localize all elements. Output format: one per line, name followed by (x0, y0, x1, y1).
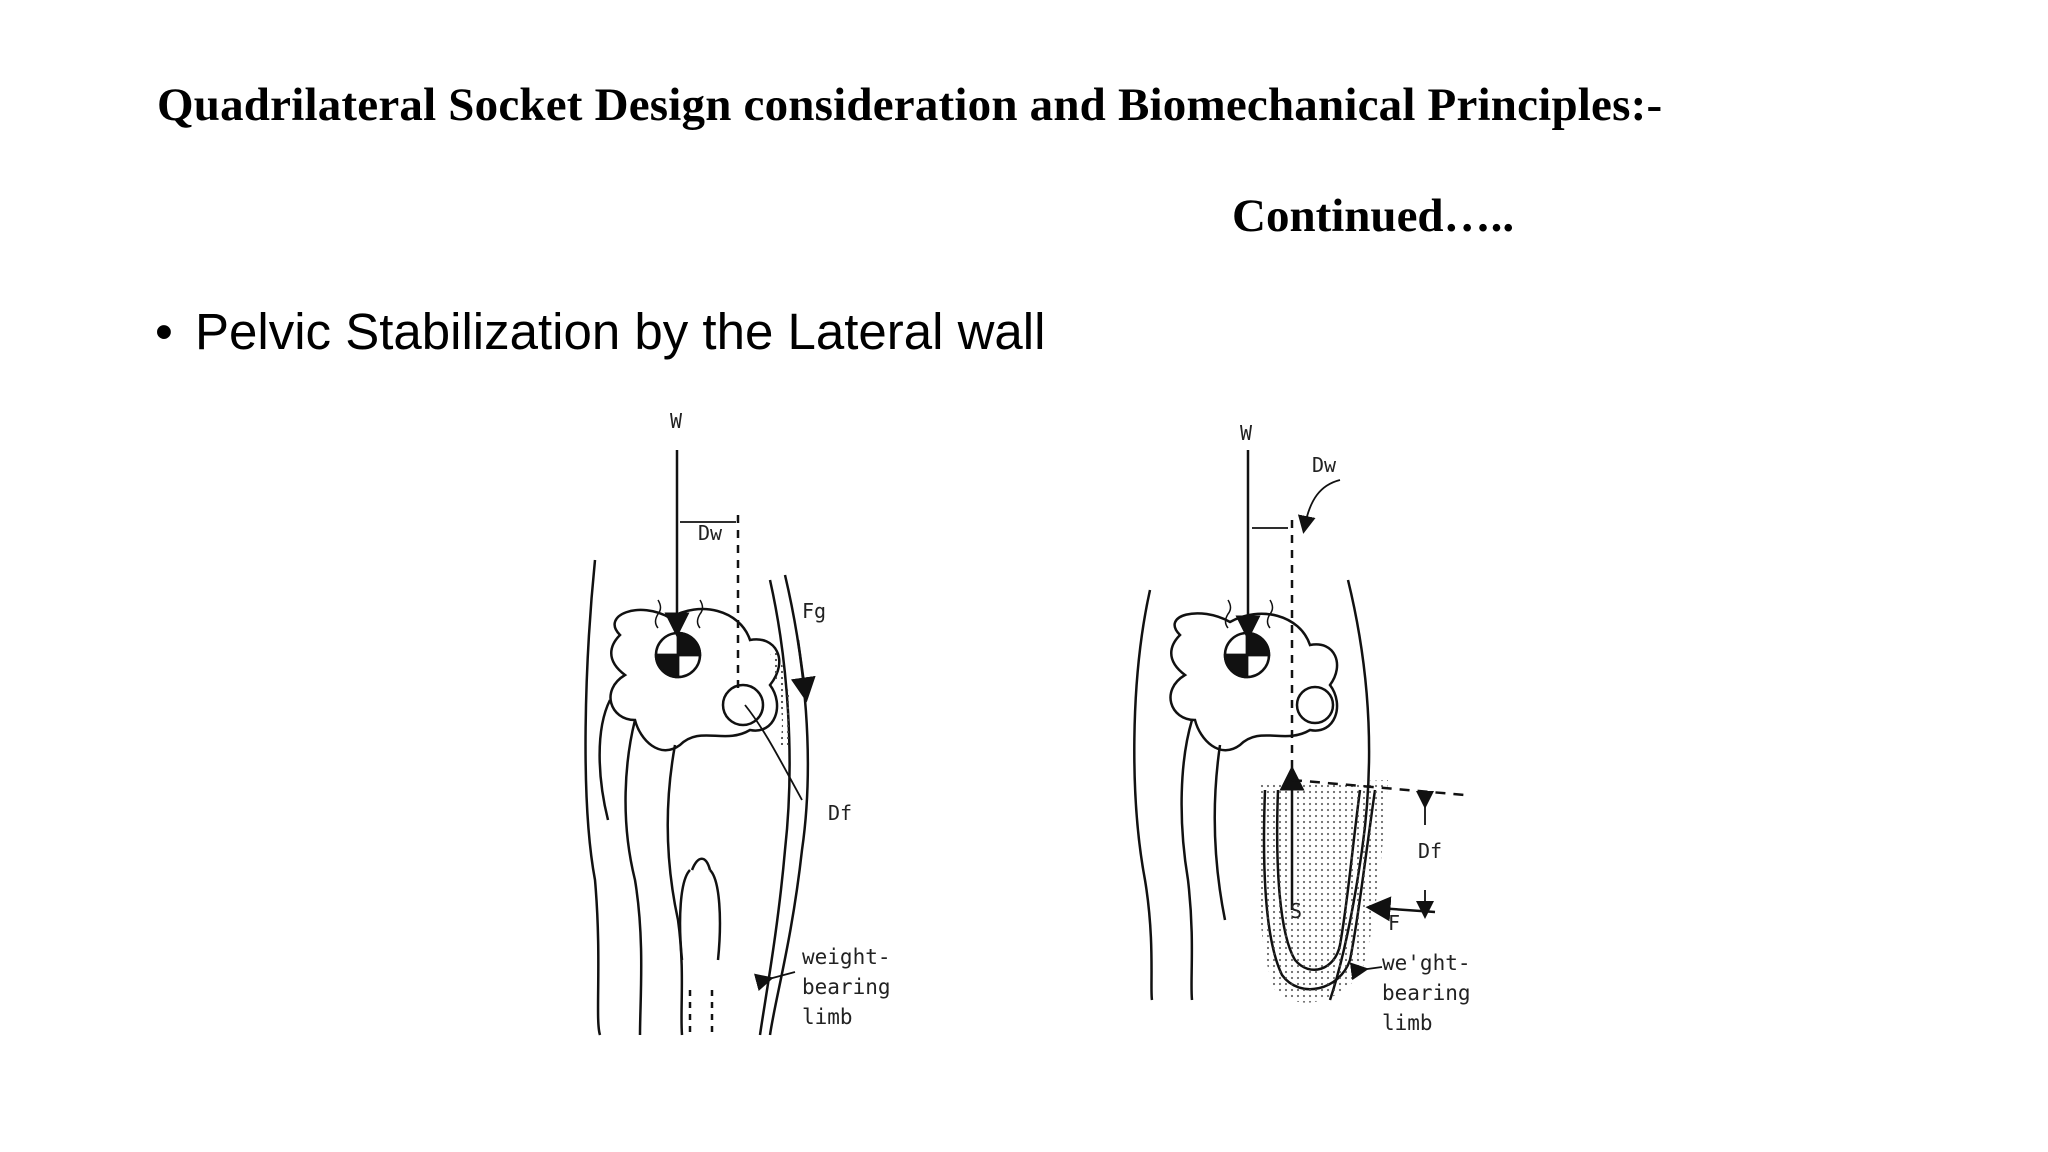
right-f-label: F (1388, 911, 1400, 935)
slide-title: Quadrilateral Socket Design consideratio… (157, 79, 1663, 131)
left-df-label: Df (828, 801, 852, 825)
right-caption-line3: limb (1382, 1011, 1433, 1035)
left-caption-line1: weight- (802, 945, 891, 969)
left-caption-line3: limb (802, 1005, 853, 1029)
right-diagram (1133, 450, 1466, 1003)
bullet-text: Pelvic Stabilization by the Lateral wall (195, 303, 1046, 360)
figure-drawing: W Dw Fg Df weight- bearing limb (584, 409, 1471, 1036)
bullet-dot: • (155, 303, 173, 360)
left-fg-label: Fg (802, 599, 826, 623)
left-diagram (584, 450, 816, 1036)
right-s-label: S (1290, 899, 1302, 923)
right-caption-line2: bearing (1382, 981, 1471, 1005)
left-caption-line2: bearing (802, 975, 891, 999)
left-dw-label: Dw (698, 521, 723, 545)
biomechanics-figure: W Dw Fg Df weight- bearing limb (540, 400, 1500, 1050)
left-w-label: W (670, 409, 683, 433)
bullet-item: • Pelvic Stabilization by the Lateral wal… (155, 302, 1045, 361)
right-dw-label: Dw (1312, 453, 1337, 477)
right-df-label: Df (1418, 839, 1442, 863)
continued-label: Continued….. (1232, 190, 1515, 242)
right-w-label: W (1240, 421, 1253, 445)
right-caption-line1: we'ght- (1382, 951, 1471, 975)
